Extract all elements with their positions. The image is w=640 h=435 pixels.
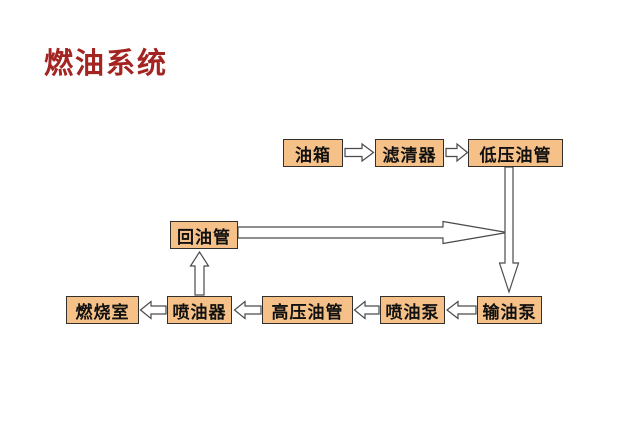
arrow-transfer-pump-to-injection-pump: [446, 300, 477, 320]
node-transfer-pump: 输油泵: [477, 296, 542, 324]
arrow-fuel-tank-to-filter: [344, 142, 375, 163]
node-injection-pump: 喷油泵: [380, 296, 445, 324]
arrow-high-pressure-pipe-to-injector: [233, 300, 262, 320]
page-title: 燃油系统: [44, 48, 169, 80]
arrow-filter-to-low-pressure-pipe: [445, 142, 469, 163]
arrow-injection-pump-to-high-pressure-pipe: [353, 300, 380, 320]
node-low-pressure-pipe: 低压油管: [468, 139, 563, 167]
node-return-pipe: 回油管: [170, 221, 238, 249]
arrow-injector-to-return-pipe: [189, 250, 210, 296]
arrow-injector-to-combustion-chamber: [139, 300, 167, 320]
node-injector: 喷油器: [167, 296, 232, 324]
node-fuel-tank: 油箱: [283, 139, 343, 167]
node-combustion-chamber: 燃烧室: [66, 296, 139, 324]
node-high-pressure-pipe: 高压油管: [262, 296, 353, 324]
arrow-low-pressure-pipe-to-transfer-pump: [498, 166, 520, 294]
arrow-return-pipe-to-downline: [237, 220, 508, 245]
node-filter: 滤清器: [375, 139, 444, 167]
